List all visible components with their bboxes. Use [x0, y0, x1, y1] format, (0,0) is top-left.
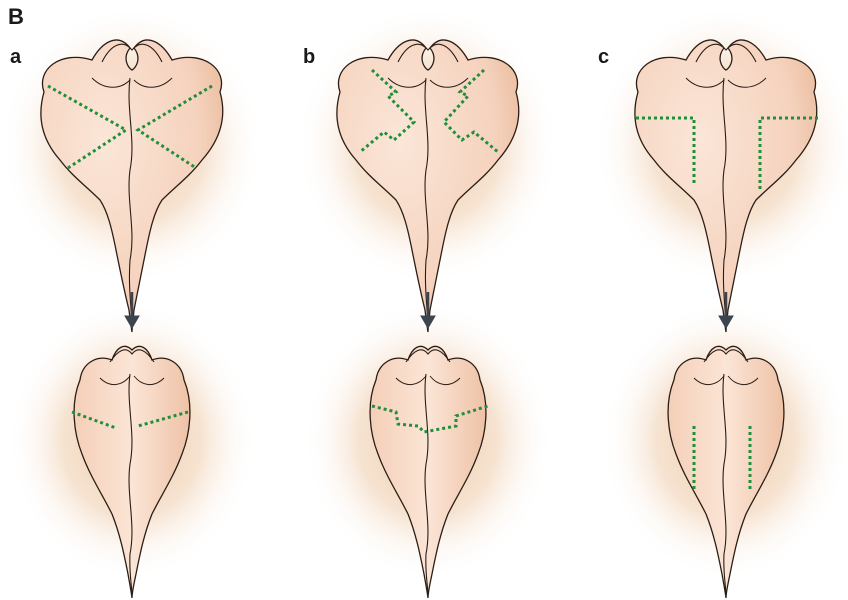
incision-lines-b-after [371, 404, 489, 434]
incision-lines-c-before [636, 116, 818, 190]
panel-b-before [336, 39, 520, 333]
panel-label-a: a [10, 46, 22, 68]
arrow-down-icon [420, 292, 436, 329]
incision-lines-a-before [47, 84, 213, 170]
panel-a-after [71, 345, 191, 599]
arrow-down-icon [718, 292, 734, 329]
incision-lines-a-after [71, 410, 189, 430]
panel-a-before [40, 39, 224, 333]
panel-label-c: c [598, 46, 610, 68]
panel-label-b: b [303, 46, 316, 68]
incision-lines-b-before [359, 68, 499, 154]
panel-b-after [369, 345, 489, 599]
arrow-down-icon [124, 292, 140, 329]
panel-c-after [667, 345, 785, 599]
incision-lines-c-after [692, 426, 752, 492]
panel-c-before [634, 39, 818, 333]
figure-label: B [8, 4, 24, 29]
